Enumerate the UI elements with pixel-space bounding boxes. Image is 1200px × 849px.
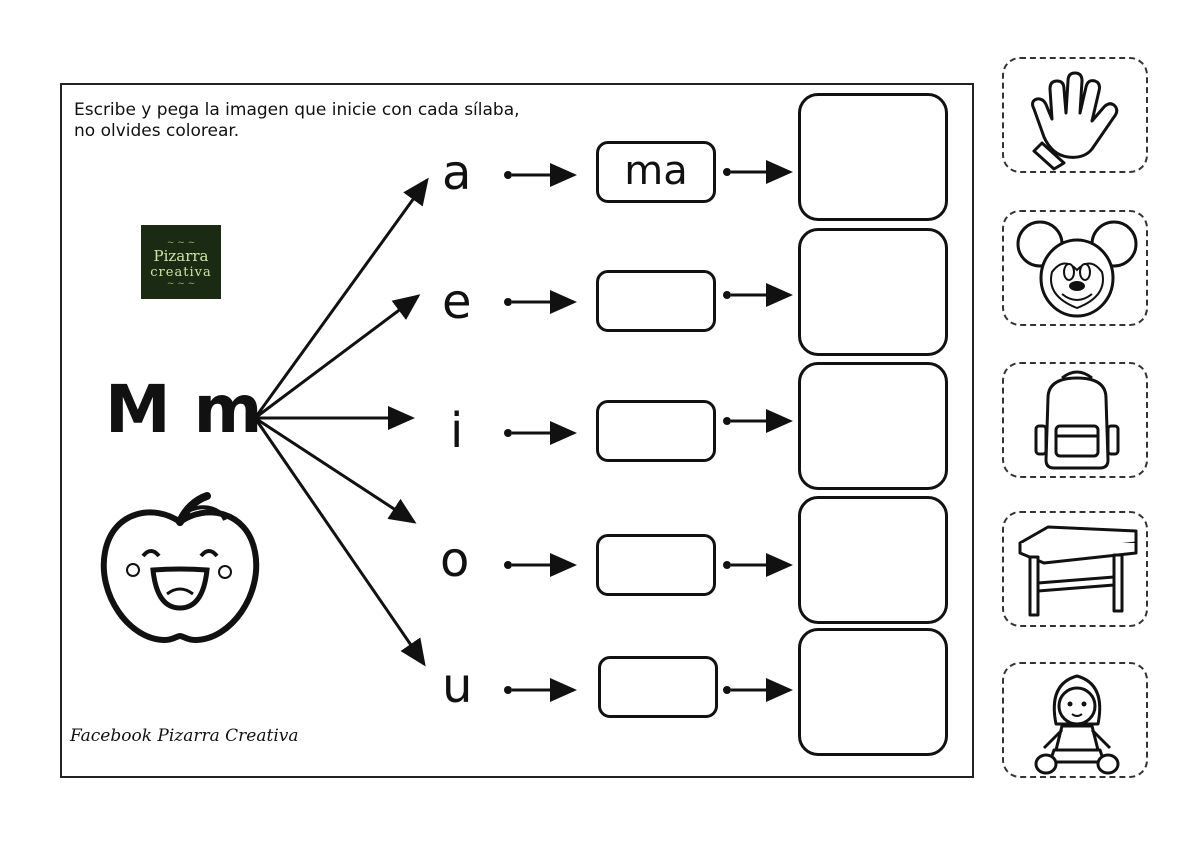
picture-box[interactable] <box>798 228 948 356</box>
instructions: Escribe y pega la imagen que inicie con … <box>74 100 520 142</box>
cutout-doll[interactable] <box>1002 662 1148 778</box>
table-icon <box>1018 525 1138 617</box>
footer-credit: Facebook Pizarra Creativa <box>70 726 299 746</box>
syllable-box[interactable] <box>596 270 716 332</box>
logo-line-2: creativa <box>150 265 212 280</box>
pizarra-creativa-logo: ~ ~ ~ Pizarra creativa ~ ~ ~ <box>141 225 221 299</box>
vowel-a: a <box>442 145 472 201</box>
main-letter: M m <box>105 371 263 448</box>
apple-icon <box>100 492 260 644</box>
worksheet-frame <box>60 83 974 778</box>
backpack-icon <box>1034 370 1120 470</box>
vowel-u: u <box>442 658 473 714</box>
instructions-line-1: Escribe y pega la imagen que inicie con … <box>74 100 520 120</box>
instructions-line-2: no olvides colorear. <box>74 121 240 141</box>
syllable-box[interactable] <box>596 534 716 596</box>
picture-box[interactable] <box>798 628 948 756</box>
cutout-hand[interactable] <box>1002 57 1148 173</box>
vowel-i: i <box>450 403 464 459</box>
vowel-o: o <box>440 532 470 588</box>
cutout-mickey[interactable] <box>1002 210 1148 326</box>
picture-box[interactable] <box>798 362 948 490</box>
doll-icon <box>1034 674 1120 775</box>
picture-box[interactable] <box>798 93 948 221</box>
cutout-table[interactable] <box>1002 511 1148 627</box>
hand-icon <box>1031 71 1119 171</box>
syllable-box[interactable] <box>598 656 718 718</box>
picture-box[interactable] <box>798 496 948 624</box>
vowel-e: e <box>442 274 472 330</box>
syllable-box[interactable]: ma <box>596 141 716 203</box>
mickey-mouse-icon <box>1016 220 1138 318</box>
syllable-box[interactable] <box>596 400 716 462</box>
logo-line-1: Pizarra <box>153 247 209 265</box>
cutout-backpack[interactable] <box>1002 362 1148 478</box>
